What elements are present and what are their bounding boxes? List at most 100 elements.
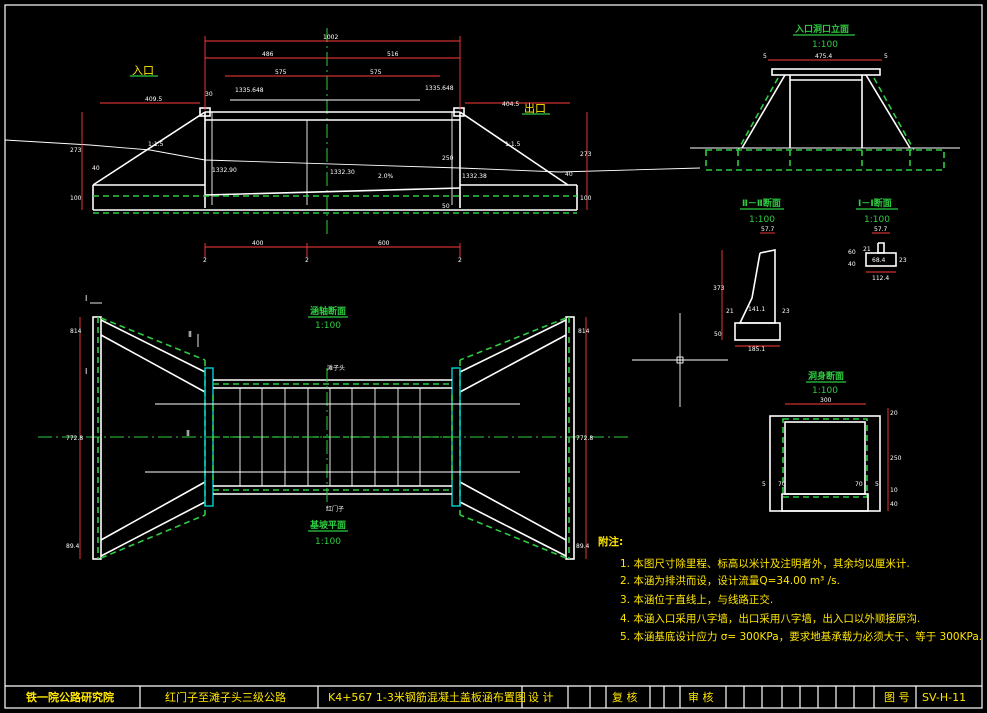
body-40: 40: [890, 501, 898, 508]
sII-top: 57.7: [761, 226, 775, 233]
notes-heading: 附注:: [598, 535, 623, 548]
elev-top-left: 1335.648: [235, 87, 264, 94]
sII-141: 141.1: [748, 306, 765, 313]
elevation-view: 入口 出口 1002 486 516 575 575 409.5 404.5 3…: [4, 28, 701, 264]
dim-right-half: 516: [387, 51, 399, 58]
body-250: 250: [890, 455, 902, 462]
sI-top: 57.7: [874, 226, 888, 233]
dim-left-half: 486: [262, 51, 274, 58]
tb-drawing: K4+567 1-3米钢筋混凝土盖板涵布置图: [328, 690, 526, 704]
tb-project: 红门子至滩子头三级公路: [165, 690, 286, 704]
end-view-title: 入口洞口立面: [794, 23, 849, 35]
tb-check: 复 核: [612, 690, 638, 704]
plan-bottom-scale: 1:100: [315, 537, 341, 547]
sI-21: 21: [863, 246, 871, 253]
plan-label-top: 滩子头: [327, 364, 345, 372]
note-4: 4. 本涵入口采用八字墙，出口采用八字墙，出入口以外顺接原沟.: [620, 612, 920, 625]
dim-50: 50: [442, 203, 450, 210]
ground-line: [4, 139, 701, 173]
note-3: 3. 本涵位于直线上，与线路正交.: [620, 593, 773, 606]
body-section-title: 洞身断面: [808, 370, 844, 382]
elev-inv-mid: 1332.30: [330, 169, 355, 176]
entrance-label: 入口: [132, 64, 154, 77]
body-70b: 70: [855, 481, 863, 488]
tb-design: 设 计: [528, 691, 554, 704]
slope-right: 1:1.5: [505, 141, 521, 148]
dim-right-wing: 404.5: [502, 101, 519, 108]
plan-right-dim-top: 814: [578, 328, 590, 335]
axis-2b: 2: [305, 257, 309, 264]
axis-2c: 2: [458, 257, 462, 264]
sII-21: 21: [726, 308, 734, 315]
body-5a: 5: [762, 481, 766, 488]
sII-bottom: 185.1: [748, 346, 765, 353]
tb-fig-no-label: 图 号: [884, 691, 910, 704]
dim-right-inner: 575: [370, 69, 382, 76]
section-II-scale: 1:100: [749, 215, 775, 225]
plan-bottom-title: 基坡平面: [309, 519, 346, 531]
plan-left-dim-bot: 89.4: [66, 543, 80, 550]
dim-left-wing: 409.5: [145, 96, 162, 103]
sII-50: 50: [714, 331, 722, 338]
dim-seg-right: 600: [378, 240, 390, 247]
dim-base-left: 100: [70, 195, 82, 202]
body-10: 10: [890, 487, 898, 494]
end-dim-right: 5: [884, 53, 888, 60]
entrance-end-view: 入口洞口立面 1:100 5 475.4 5: [690, 23, 960, 171]
mark-I-top: Ⅰ: [85, 294, 87, 303]
dim-h-left: 273: [70, 147, 82, 154]
end-view-scale: 1:100: [812, 40, 838, 50]
section-II-title: Ⅱ－Ⅱ断面: [742, 197, 781, 209]
body-section: 洞身断面 1:100 300 20 250 10 40 5 70 70 5: [762, 370, 902, 512]
plan-left-dim-top: 814: [70, 328, 82, 335]
end-dim-mid: 475.4: [815, 53, 832, 60]
dim-30: 30: [205, 91, 213, 98]
mark-II-top: Ⅱ: [188, 330, 192, 339]
dim-total: 1002: [323, 34, 338, 41]
sII-h: 373: [713, 285, 725, 292]
body-20: 20: [890, 410, 898, 417]
sI-60: 60: [848, 249, 856, 256]
dim-seg-left: 400: [252, 240, 264, 247]
plan-top-title: 涵轴断面: [310, 305, 346, 317]
note-2: 2. 本涵为排洪而设，设计流量Q=34.00 m³ /s.: [620, 574, 840, 587]
dim-40-right: 40: [565, 171, 573, 178]
slope-value: 2.0%: [378, 173, 394, 180]
note-5: 5. 本涵基底设计应力 σ= 300KPa，要求地基承载力必须大于、等于 300…: [620, 630, 982, 643]
section-II: Ⅱ－Ⅱ断面 1:100 57.7 373 21 141.1 23 50 185.…: [713, 197, 790, 353]
plan-right-dim-mid: 772.8: [576, 435, 593, 442]
sI-23: 23: [899, 257, 907, 264]
body-top: 300: [820, 397, 832, 404]
section-I: Ⅰ－Ⅰ断面 1:100 57.7 60 40 21 68.4 23 112.4: [848, 197, 907, 282]
notes-block: 附注: 1. 本图尺寸除里程、标高以米计及注明者外，其余均以厘米计. 2. 本涵…: [598, 535, 982, 643]
tb-fig-no: SV-H-11: [922, 691, 966, 704]
elev-inv-left: 1332.90: [212, 167, 237, 174]
plan-right-dim-bot: 89.4: [576, 543, 590, 550]
drawing-frame: [4, 4, 983, 709]
body-70a: 70: [778, 481, 786, 488]
crosshair-cursor: [632, 313, 728, 407]
sI-bottom: 112.4: [872, 275, 889, 282]
sI-40: 40: [848, 261, 856, 268]
sI-684: 68.4: [872, 257, 886, 264]
body-section-scale: 1:100: [812, 386, 838, 396]
elev-top-right: 1335.648: [425, 85, 454, 92]
dim-40: 40: [92, 165, 100, 172]
tb-org: 铁一院公路研究院: [26, 690, 114, 704]
dim-h-right: 273: [580, 151, 592, 158]
axis-2a: 2: [203, 257, 207, 264]
section-I-title: Ⅰ－Ⅰ断面: [858, 197, 892, 209]
mark-II-mid: Ⅱ: [186, 429, 190, 438]
body-5b: 5: [875, 481, 879, 488]
plan-left-dim-mid: 772.8: [66, 435, 83, 442]
dim-250: 250: [442, 155, 454, 162]
elev-inv-right: 1332.38: [462, 173, 487, 180]
plan-view: Ⅰ Ⅰ Ⅱ Ⅱ 涵轴断面 1:100 滩子头 红门子 基坡平面 1:100 81…: [38, 294, 628, 560]
section-I-scale: 1:100: [864, 215, 890, 225]
slope-left: 1:1.5: [148, 141, 164, 148]
sII-23: 23: [782, 308, 790, 315]
mark-I-mid: Ⅰ: [85, 367, 87, 376]
exit-label: 出口: [524, 101, 546, 115]
end-dim-left: 5: [763, 53, 767, 60]
